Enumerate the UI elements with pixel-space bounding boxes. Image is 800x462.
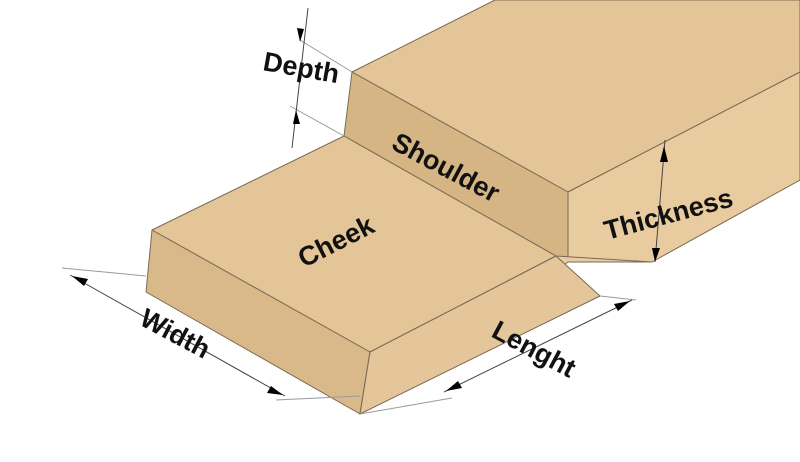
depth-dimension-line — [291, 7, 309, 149]
length-extension-line-right — [599, 295, 637, 301]
depth-arrow-top — [297, 28, 304, 42]
width-arrow-left — [72, 276, 88, 286]
width-dimension-line — [69, 274, 286, 397]
length-dimension-line — [443, 299, 633, 393]
depth-label: Depth — [261, 46, 342, 89]
width-arrow-right — [267, 386, 283, 395]
length-extension-line-left — [359, 397, 453, 415]
width-extension-line-right — [275, 395, 361, 401]
thickness-arrow-bottom — [652, 248, 660, 262]
depth-extension-line-bottom — [289, 105, 345, 137]
length-arrow-left — [446, 381, 462, 391]
width-extension-line-left — [61, 267, 147, 277]
thickness-arrow-top — [660, 146, 668, 162]
length-arrow-right — [614, 301, 630, 311]
depth-arrow-bottom — [293, 110, 300, 124]
depth-extension-line-top — [299, 39, 353, 73]
